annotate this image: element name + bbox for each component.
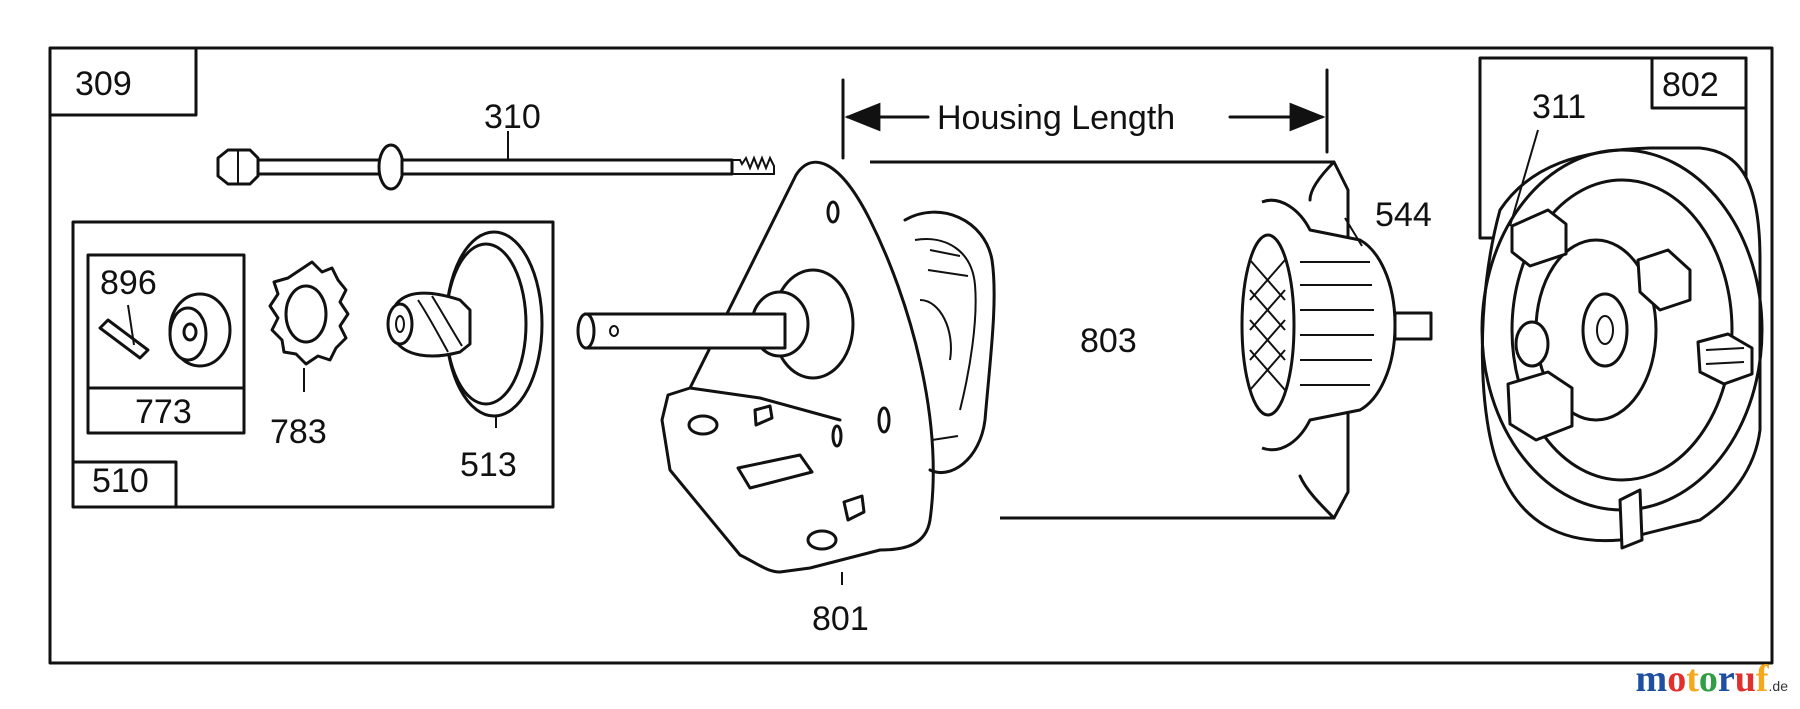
- drive-513: [386, 230, 544, 428]
- watermark-letter: r: [1717, 658, 1735, 700]
- gear-783: [268, 260, 350, 392]
- end-cap-802: [1478, 56, 1764, 550]
- assembly-label-box: [48, 48, 198, 117]
- motoruf-watermark-logo: motoruf.de: [1636, 657, 1788, 701]
- label-783: 783: [270, 413, 327, 451]
- armature-544: [1240, 198, 1433, 452]
- assembly-frame: [48, 46, 1774, 665]
- label-896: 896: [100, 264, 157, 302]
- watermark-letter: f: [1755, 658, 1769, 700]
- kit-label-box: [71, 460, 178, 509]
- kit-frame: [71, 220, 555, 509]
- watermark-letter: o: [1667, 658, 1687, 700]
- label-802: 802: [1662, 66, 1719, 104]
- label-513: 513: [460, 446, 517, 484]
- label-803: 803: [1080, 322, 1137, 360]
- watermark-letter: m: [1635, 658, 1668, 700]
- watermark-letter: t: [1686, 658, 1699, 700]
- watermark-suffix: .de: [1768, 678, 1788, 694]
- bolt-310: [216, 131, 775, 191]
- shaft: [576, 268, 855, 380]
- label-510: 510: [92, 462, 149, 500]
- label-544: 544: [1375, 196, 1432, 234]
- pin-896: [98, 304, 150, 360]
- pin-collar-box: [86, 253, 246, 435]
- collar-773: [168, 292, 232, 368]
- watermark-letter: u: [1734, 658, 1756, 700]
- label-309: 309: [75, 65, 132, 103]
- watermark-letter: o: [1698, 658, 1718, 700]
- housing-length-dimension: [841, 68, 1329, 160]
- label-801: 801: [812, 600, 869, 638]
- label-773: 773: [135, 393, 192, 431]
- label-housing-length: Housing Length: [937, 99, 1175, 137]
- label-311: 311: [1532, 88, 1586, 126]
- label-310: 310: [484, 98, 541, 136]
- field-windings: [903, 210, 996, 474]
